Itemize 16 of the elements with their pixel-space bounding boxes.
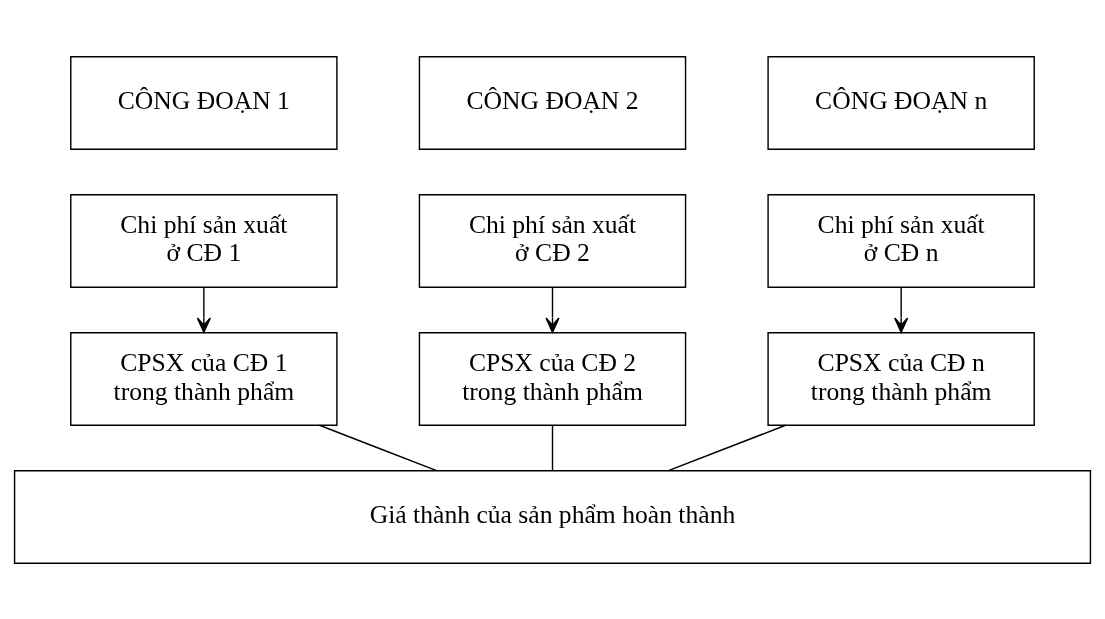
node-box: CPSX của CĐ 2 trong thành phẩm — [418, 331, 687, 426]
node-box: Giá thành của sản phẩm hoàn thành — [13, 469, 1092, 564]
node-box: CÔNG ĐOẠN 2 — [418, 55, 687, 150]
node-box: CÔNG ĐOẠN 1 — [70, 55, 338, 150]
connector — [318, 424, 438, 471]
connector — [551, 424, 554, 471]
connector — [667, 424, 787, 471]
node-box: Chi phí sản xuất ở CĐ 1 — [70, 193, 338, 288]
node-box: CPSX của CĐ 1 trong thành phẩm — [70, 331, 338, 426]
arrow — [196, 286, 211, 333]
node-box: CÔNG ĐOẠN n — [767, 55, 1035, 150]
node-box: Chi phí sản xuất ở CĐ n — [767, 193, 1035, 288]
node-box: CPSX của CĐ n trong thành phẩm — [767, 331, 1035, 426]
arrow — [545, 286, 560, 333]
arrow — [894, 286, 909, 333]
node-box: Chi phí sản xuất ở CĐ 2 — [418, 193, 687, 288]
